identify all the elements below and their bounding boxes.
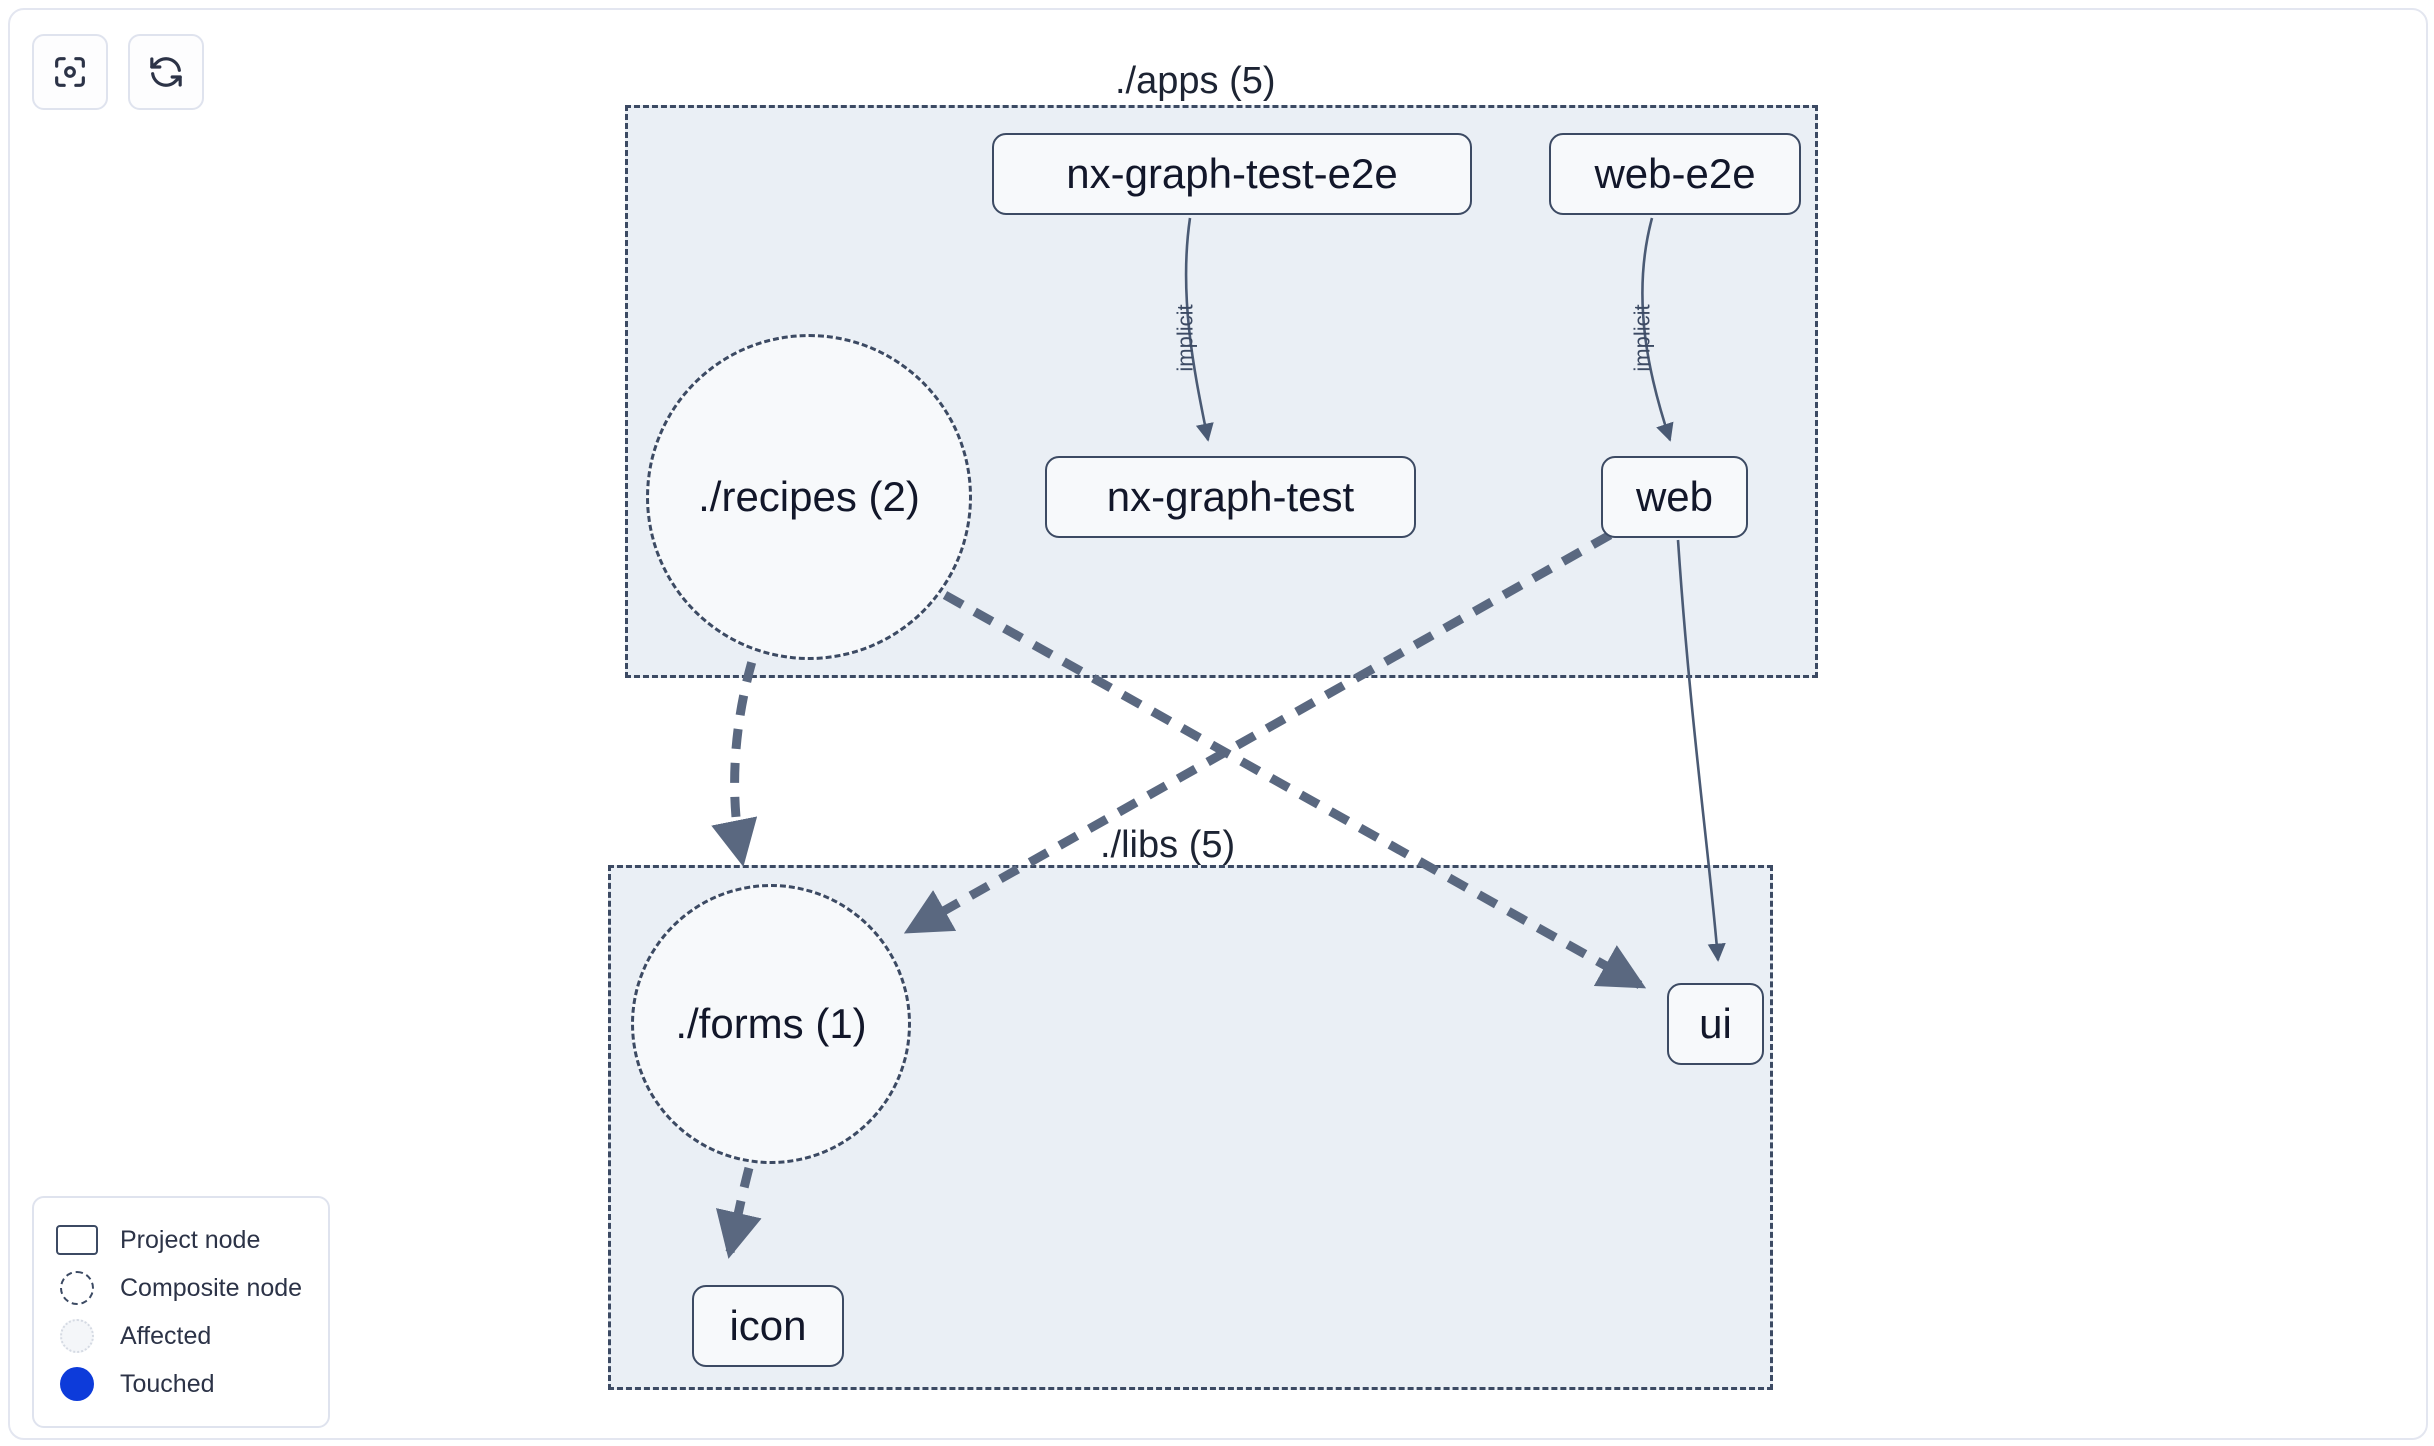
legend-label-composite-node: Composite node xyxy=(120,1273,303,1302)
legend-label-project-node: Project node xyxy=(120,1225,261,1254)
legend-label-affected: Affected xyxy=(120,1321,212,1350)
legend-item-project-node: Project node xyxy=(56,1216,308,1264)
project-node-swatch-icon xyxy=(56,1225,98,1255)
group-label-libs: ./libs (5) xyxy=(1100,824,1236,866)
composite-node-recipes[interactable]: ./recipes (2) xyxy=(646,334,972,660)
legend-item-composite-node: Composite node xyxy=(56,1264,308,1312)
edge-web-to-forms xyxy=(903,531,1613,934)
project-node-icon[interactable]: icon xyxy=(692,1285,844,1367)
focus-graph-button[interactable] xyxy=(32,34,108,110)
composite-node-forms[interactable]: ./forms (1) xyxy=(631,884,911,1164)
refresh-icon xyxy=(146,52,186,92)
project-node-nx-graph-test[interactable]: nx-graph-test xyxy=(1045,456,1416,538)
graph-toolbar xyxy=(32,34,204,110)
edge-web-e2e-to-web xyxy=(1641,217,1674,442)
project-node-web-e2e[interactable]: web-e2e xyxy=(1549,133,1801,215)
legend-label-touched: Touched xyxy=(120,1369,215,1398)
edge-nx-graph-test-e2e-to-nx-graph-test xyxy=(1184,217,1214,442)
touched-swatch-icon xyxy=(56,1367,98,1401)
edge-recipes-to-ui xyxy=(942,591,1647,989)
edge-label-implicit-1: implicit xyxy=(1172,304,1198,372)
affected-swatch-icon xyxy=(56,1319,98,1353)
graph-legend: Project node Composite node Affected Tou… xyxy=(32,1196,330,1428)
group-label-apps: ./apps (5) xyxy=(1115,60,1276,102)
focus-target-icon xyxy=(50,52,90,92)
edge-label-implicit-2: implicit xyxy=(1629,304,1655,372)
project-node-nx-graph-test-e2e[interactable]: nx-graph-test-e2e xyxy=(992,133,1472,215)
refresh-graph-button[interactable] xyxy=(128,34,204,110)
legend-item-affected: Affected xyxy=(56,1312,308,1360)
project-node-ui[interactable]: ui xyxy=(1667,983,1764,1065)
project-node-web[interactable]: web xyxy=(1601,456,1748,538)
edge-recipes-to-forms xyxy=(711,628,767,867)
composite-node-swatch-icon xyxy=(56,1271,98,1305)
legend-item-touched: Touched xyxy=(56,1360,308,1408)
edge-web-to-ui xyxy=(1676,539,1726,962)
